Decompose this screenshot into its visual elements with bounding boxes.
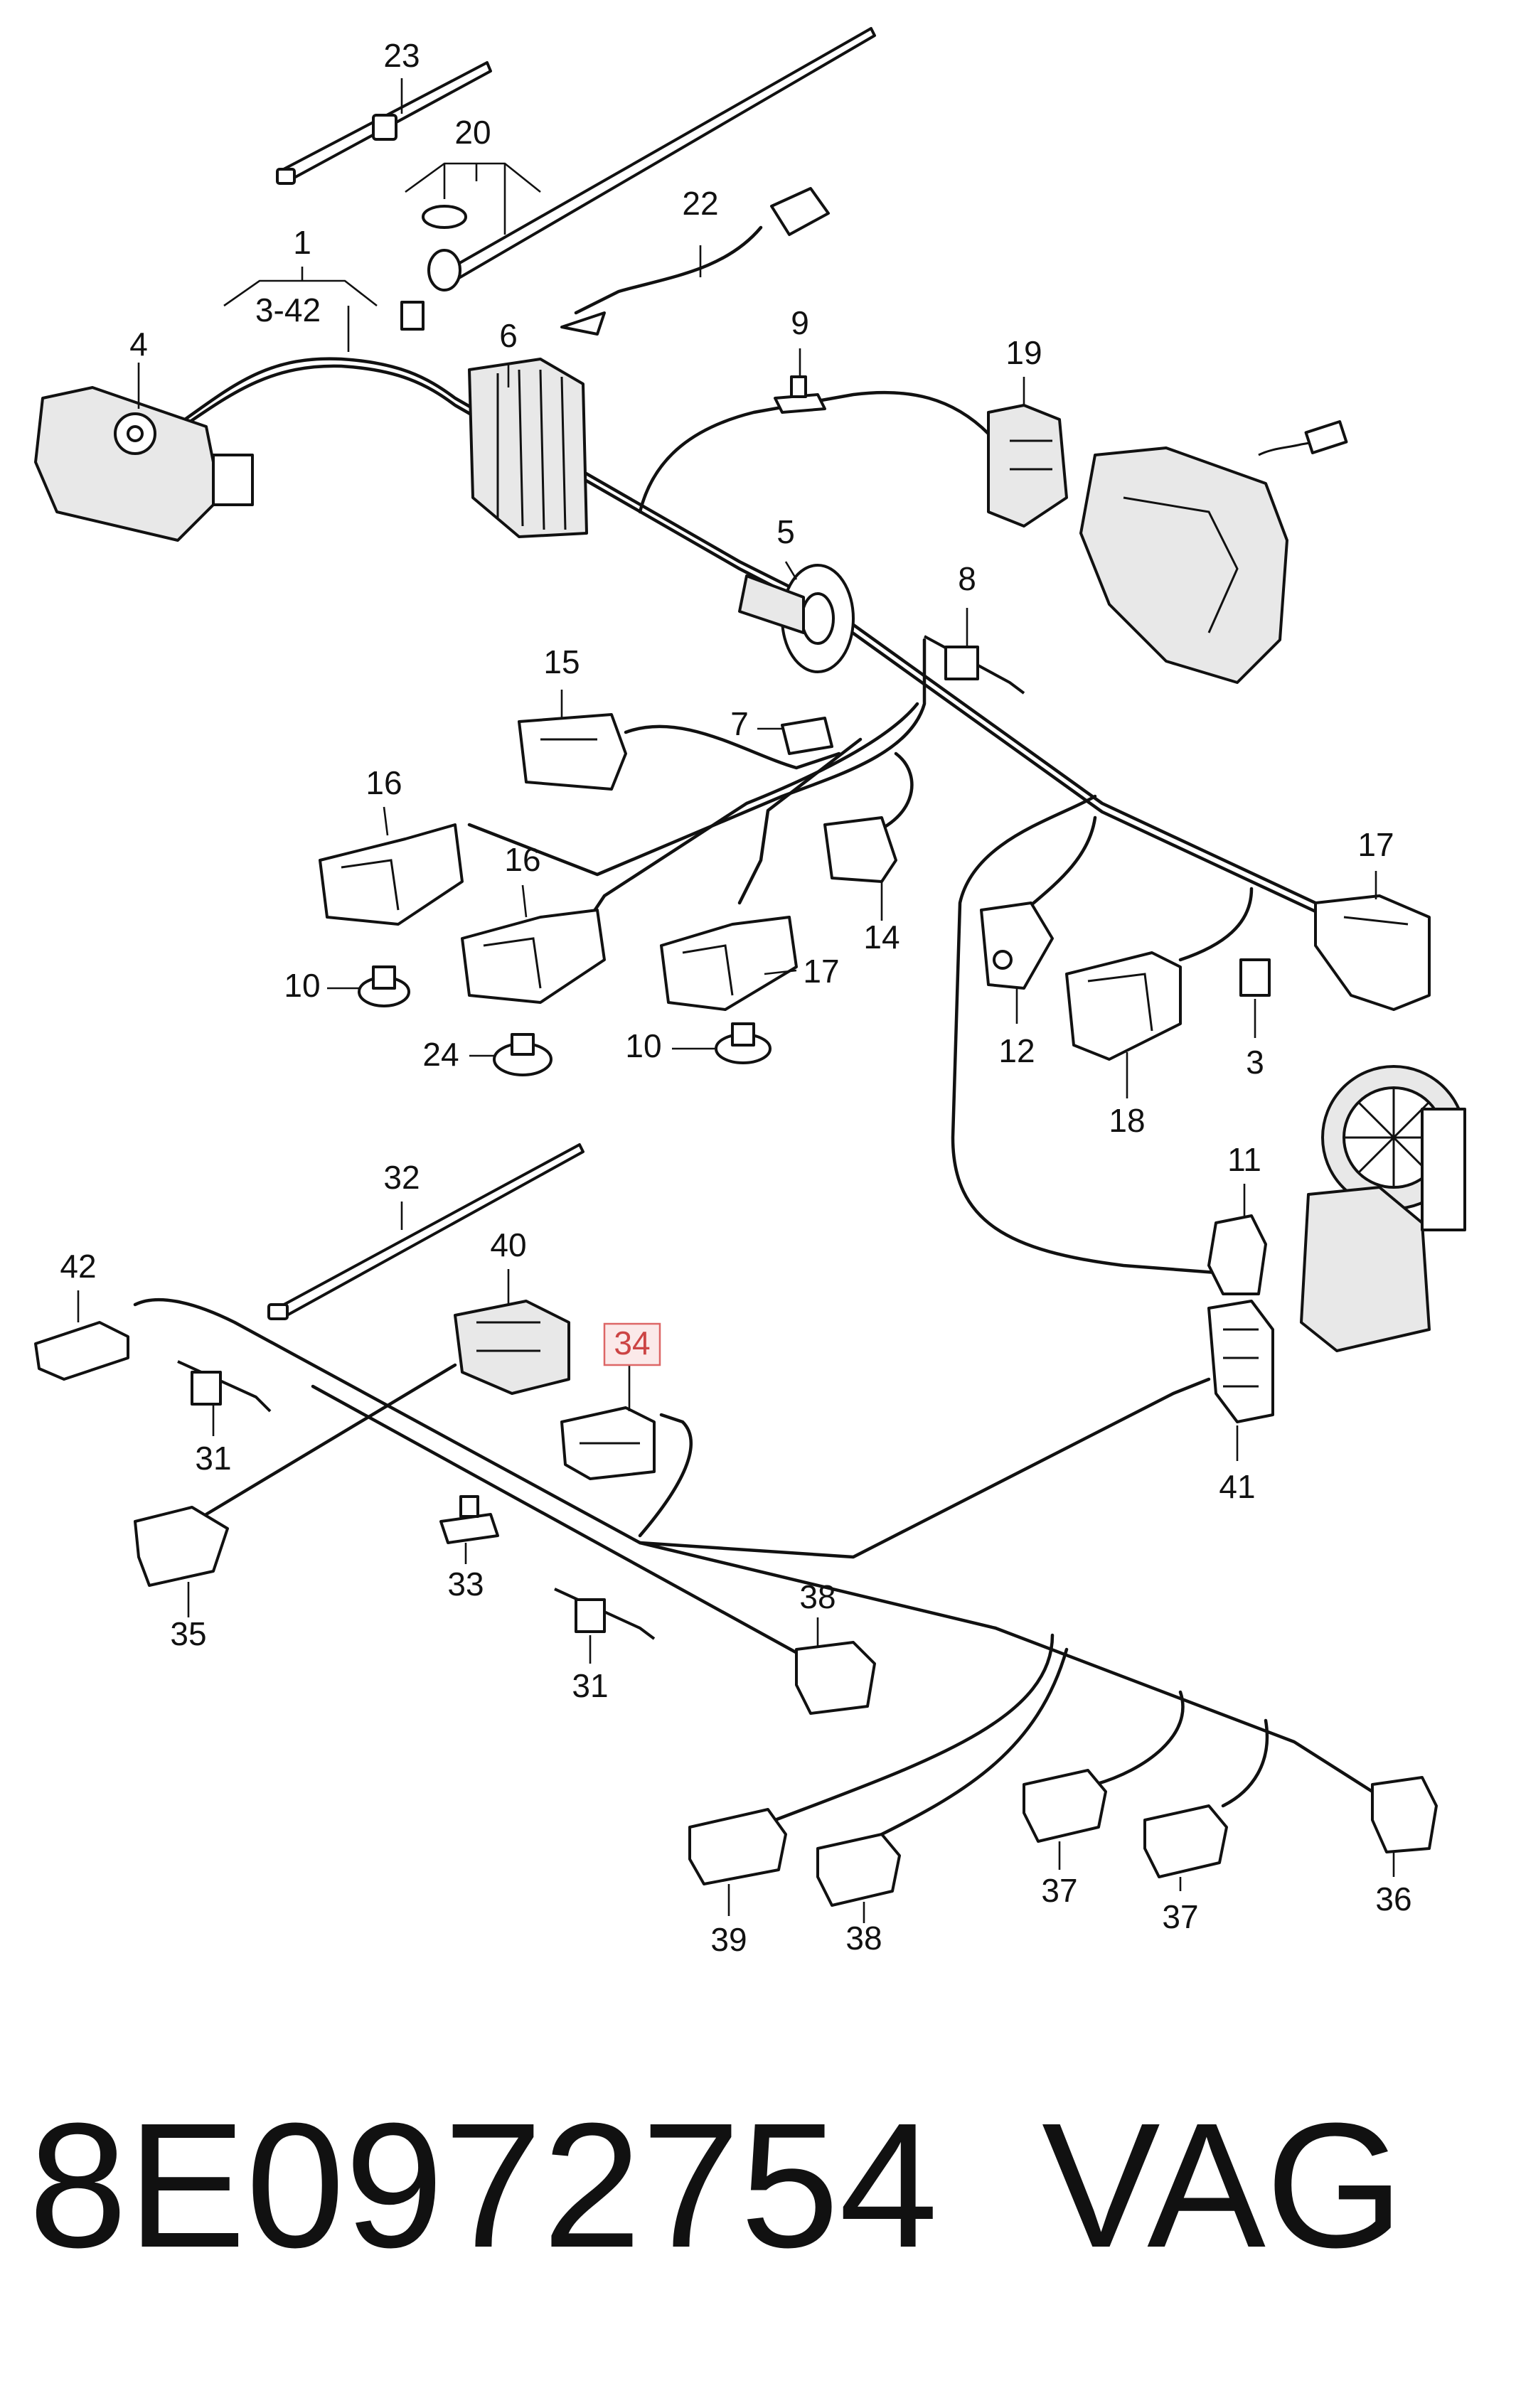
label-4: 4 [129,326,148,363]
label-42: 42 [60,1248,96,1285]
label-39: 39 [710,1921,747,1958]
label-8: 8 [958,560,976,597]
label-38b: 38 [845,1920,882,1957]
cable-tie-20 [400,27,876,331]
label-16b: 16 [504,841,540,878]
label-34: 34 [614,1325,650,1361]
clip-31a [177,1360,272,1413]
label-20: 20 [454,114,491,151]
label-3: 3 [1246,1044,1264,1081]
label-5: 5 [776,513,795,550]
label-33: 33 [447,1566,484,1602]
clip-9 [774,375,826,414]
door-lock-unit [1079,420,1348,684]
label-31b: 31 [572,1667,608,1704]
part-labels: 23 20 22 1 3-42 9 4 6 19 5 8 15 7 16 16 … [60,37,1411,1958]
label-31a: 31 [195,1440,231,1477]
connector-11 [1207,1214,1267,1295]
label-7: 7 [730,705,749,742]
connector-14 [823,816,897,883]
cable-tie-23 [276,61,492,185]
label-22: 22 [682,185,718,222]
connector-38a [795,1641,876,1715]
label-32: 32 [383,1159,420,1196]
label-38a: 38 [799,1578,836,1615]
window-motor [1300,1065,1466,1352]
connector-16a [319,823,464,926]
label-17a: 17 [803,953,839,990]
connector-36 [1371,1776,1438,1853]
connector-38b [816,1833,901,1907]
connector-37a [1023,1769,1107,1843]
clip-31b [554,1588,656,1640]
harness-wires [133,225,1374,1836]
clip-3 [1239,958,1271,997]
connector-16b [461,909,606,1004]
label-35: 35 [170,1615,206,1652]
label-10a: 10 [284,967,320,1004]
label-11: 11 [1227,1141,1261,1178]
label-1-range: 3-42 [255,291,321,328]
sensor-lead-22 [560,187,830,336]
connector-42 [34,1321,129,1381]
label-40: 40 [490,1226,526,1263]
connector-34 [560,1406,656,1480]
connector-37b [1143,1804,1228,1878]
label-16a: 16 [365,764,402,801]
connector-35 [134,1506,229,1587]
label-1: 1 [293,224,311,261]
bushing-5 [738,564,855,673]
connector-17b [1314,894,1431,1011]
clip-10b [715,1022,772,1064]
connector-39 [688,1808,787,1885]
label-36: 36 [1375,1880,1411,1917]
label-23: 23 [383,37,420,74]
clip-7 [781,717,833,755]
clip-8 [924,635,1025,695]
connector-17a [660,916,798,1011]
highlight-box-34 [603,1322,661,1366]
brand-name: VAG [1042,2086,1404,2284]
part-number: 8E0972754 [28,2086,938,2284]
connector-40 [454,1300,570,1395]
leader-lines [77,78,1395,1923]
label-15: 15 [543,643,580,680]
label-18: 18 [1109,1102,1145,1139]
connector-18 [1065,951,1182,1061]
clip-10a [358,965,410,1007]
label-24: 24 [422,1036,459,1073]
label-14: 14 [863,919,900,956]
label-37b: 37 [1162,1898,1198,1935]
label-17b: 17 [1357,826,1394,863]
label-6: 6 [499,317,518,354]
clip-24 [493,1033,553,1076]
grommet-6 [468,358,588,538]
cable-tie-32 [267,1143,584,1320]
label-9: 9 [791,304,809,341]
label-12: 12 [998,1032,1035,1069]
connector-41 [1207,1300,1274,1423]
connector-19 [987,404,1068,528]
connector-15 [518,713,627,791]
label-10b: 10 [625,1027,661,1064]
connector-12 [980,901,1054,990]
label-37a: 37 [1041,1872,1077,1909]
label-19: 19 [1005,334,1042,371]
label-41: 41 [1219,1468,1255,1505]
main-connector-4 [34,386,254,542]
clip-33 [439,1495,499,1544]
